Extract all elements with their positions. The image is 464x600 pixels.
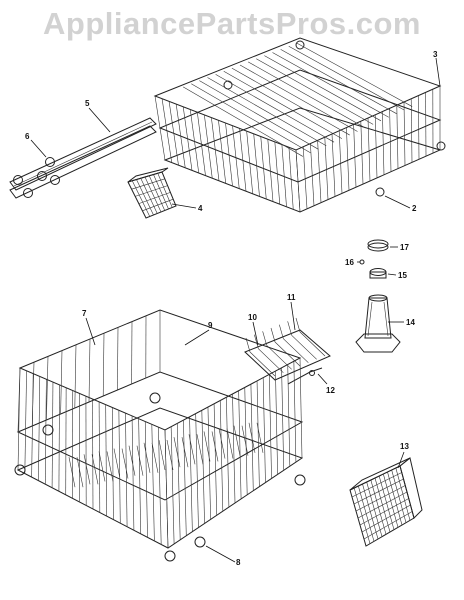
rail-roller-icon (13, 175, 23, 185)
lower-rack (14, 309, 306, 562)
callout-labels: 3 5 6 4 2 17 16 15 14 11 10 12 7 9 13 8 (25, 50, 438, 567)
callout-3: 3 (433, 50, 438, 59)
callout-6: 6 (25, 132, 30, 141)
rail-roller-icon (45, 157, 55, 167)
callout-16: 16 (345, 258, 354, 267)
callout-9: 9 (208, 321, 213, 330)
callout-10: 10 (248, 313, 257, 322)
rack-wheel-icon (164, 550, 176, 562)
rack-wheel-icon (194, 536, 206, 548)
callout-13: 13 (400, 442, 409, 451)
callout-11: 11 (287, 293, 296, 302)
rack-wheel-icon (436, 141, 446, 151)
rail-roller-icon (23, 188, 33, 198)
fold-down-tine-row (244, 317, 331, 385)
callout-2: 2 (412, 204, 417, 213)
cap-17 (367, 242, 389, 252)
rack-wheel-icon (14, 464, 26, 476)
leader-lines (30, 57, 441, 563)
tower-14 (364, 297, 392, 339)
callout-4: 4 (198, 204, 203, 213)
rack-wheel-icon (42, 424, 54, 436)
small-basket (127, 167, 177, 219)
rack-wheel-icon (294, 474, 306, 486)
callout-14: 14 (406, 318, 415, 327)
callout-7: 7 (82, 309, 87, 318)
rail-roller-icon (37, 171, 47, 181)
rack-wheel-icon (223, 80, 233, 90)
rack-wheel-icon (149, 392, 161, 404)
upper-rack (153, 37, 446, 213)
spray-tower-assembly (355, 239, 401, 353)
callout-5: 5 (85, 99, 90, 108)
silverware-basket (349, 457, 423, 547)
rack-wheel-icon (295, 40, 305, 50)
nozzle-16 (359, 259, 365, 265)
callout-15: 15 (398, 271, 407, 280)
callout-12: 12 (326, 386, 335, 395)
callout-17: 17 (400, 243, 409, 252)
callout-8: 8 (236, 558, 241, 567)
rack-rail (9, 117, 157, 199)
watermark: AppliancePartsPros.com (43, 6, 421, 41)
rail-roller-icon (50, 175, 60, 185)
rack-wheel-icon (375, 187, 385, 197)
